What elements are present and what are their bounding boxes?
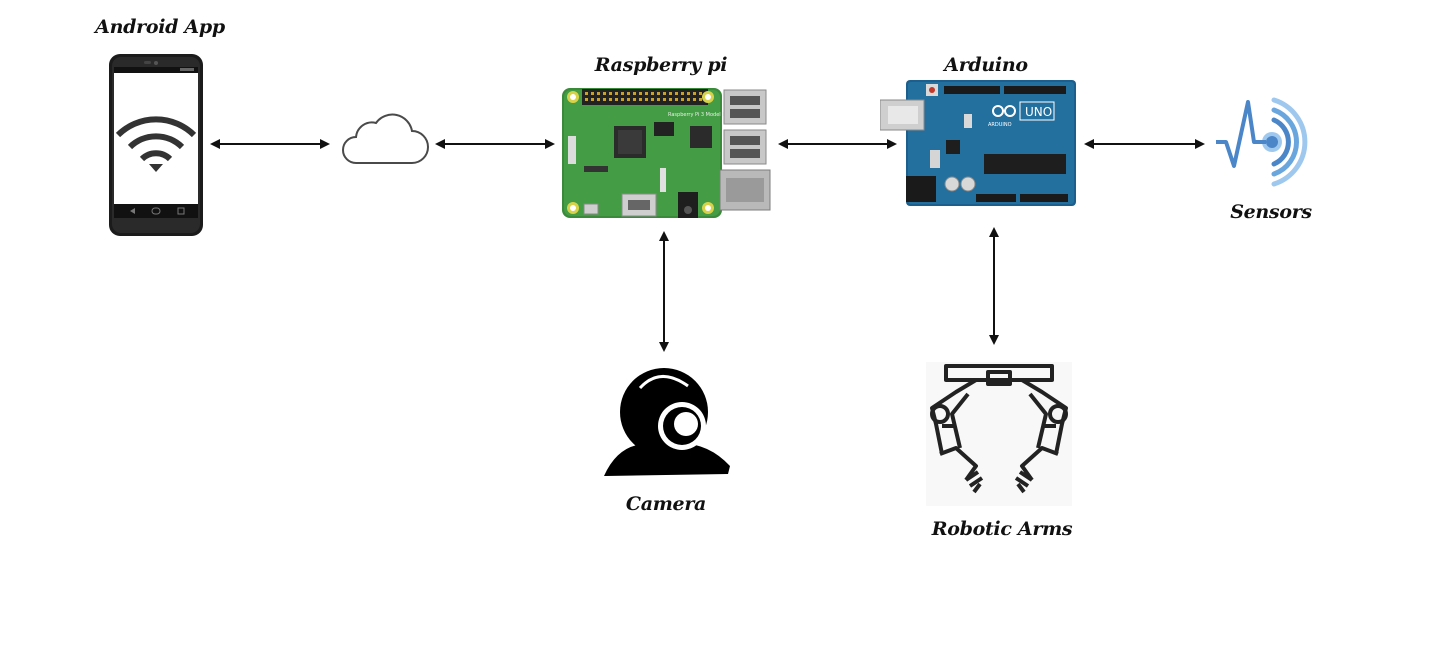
raspberry-pi-board-icon: Raspberry Pi 3 Model B [558,82,774,226]
smartphone-wifi-icon [108,53,204,241]
robotic-gripper-icon [926,362,1072,510]
svg-text:ARDUINO: ARDUINO [988,122,1012,128]
android-app-label: Android App [95,16,225,38]
raspberry-pi-label: Raspberry pi [594,54,728,76]
svg-text:Raspberry Pi 3 Model B: Raspberry Pi 3 Model B [668,112,726,118]
sensor-signal-icon [1214,94,1320,194]
robotic-arms-label: Robotic Arms [931,518,1073,540]
webcam-icon [602,366,732,484]
svg-text:UNO: UNO [1025,105,1052,119]
camera-label: Camera [625,493,707,515]
arduino-label: Arduino [944,54,1028,76]
arduino-uno-board-icon: ARDUINO UNO [879,78,1080,212]
cloud-icon [338,113,430,171]
sensors-label: Sensors [1230,201,1312,223]
